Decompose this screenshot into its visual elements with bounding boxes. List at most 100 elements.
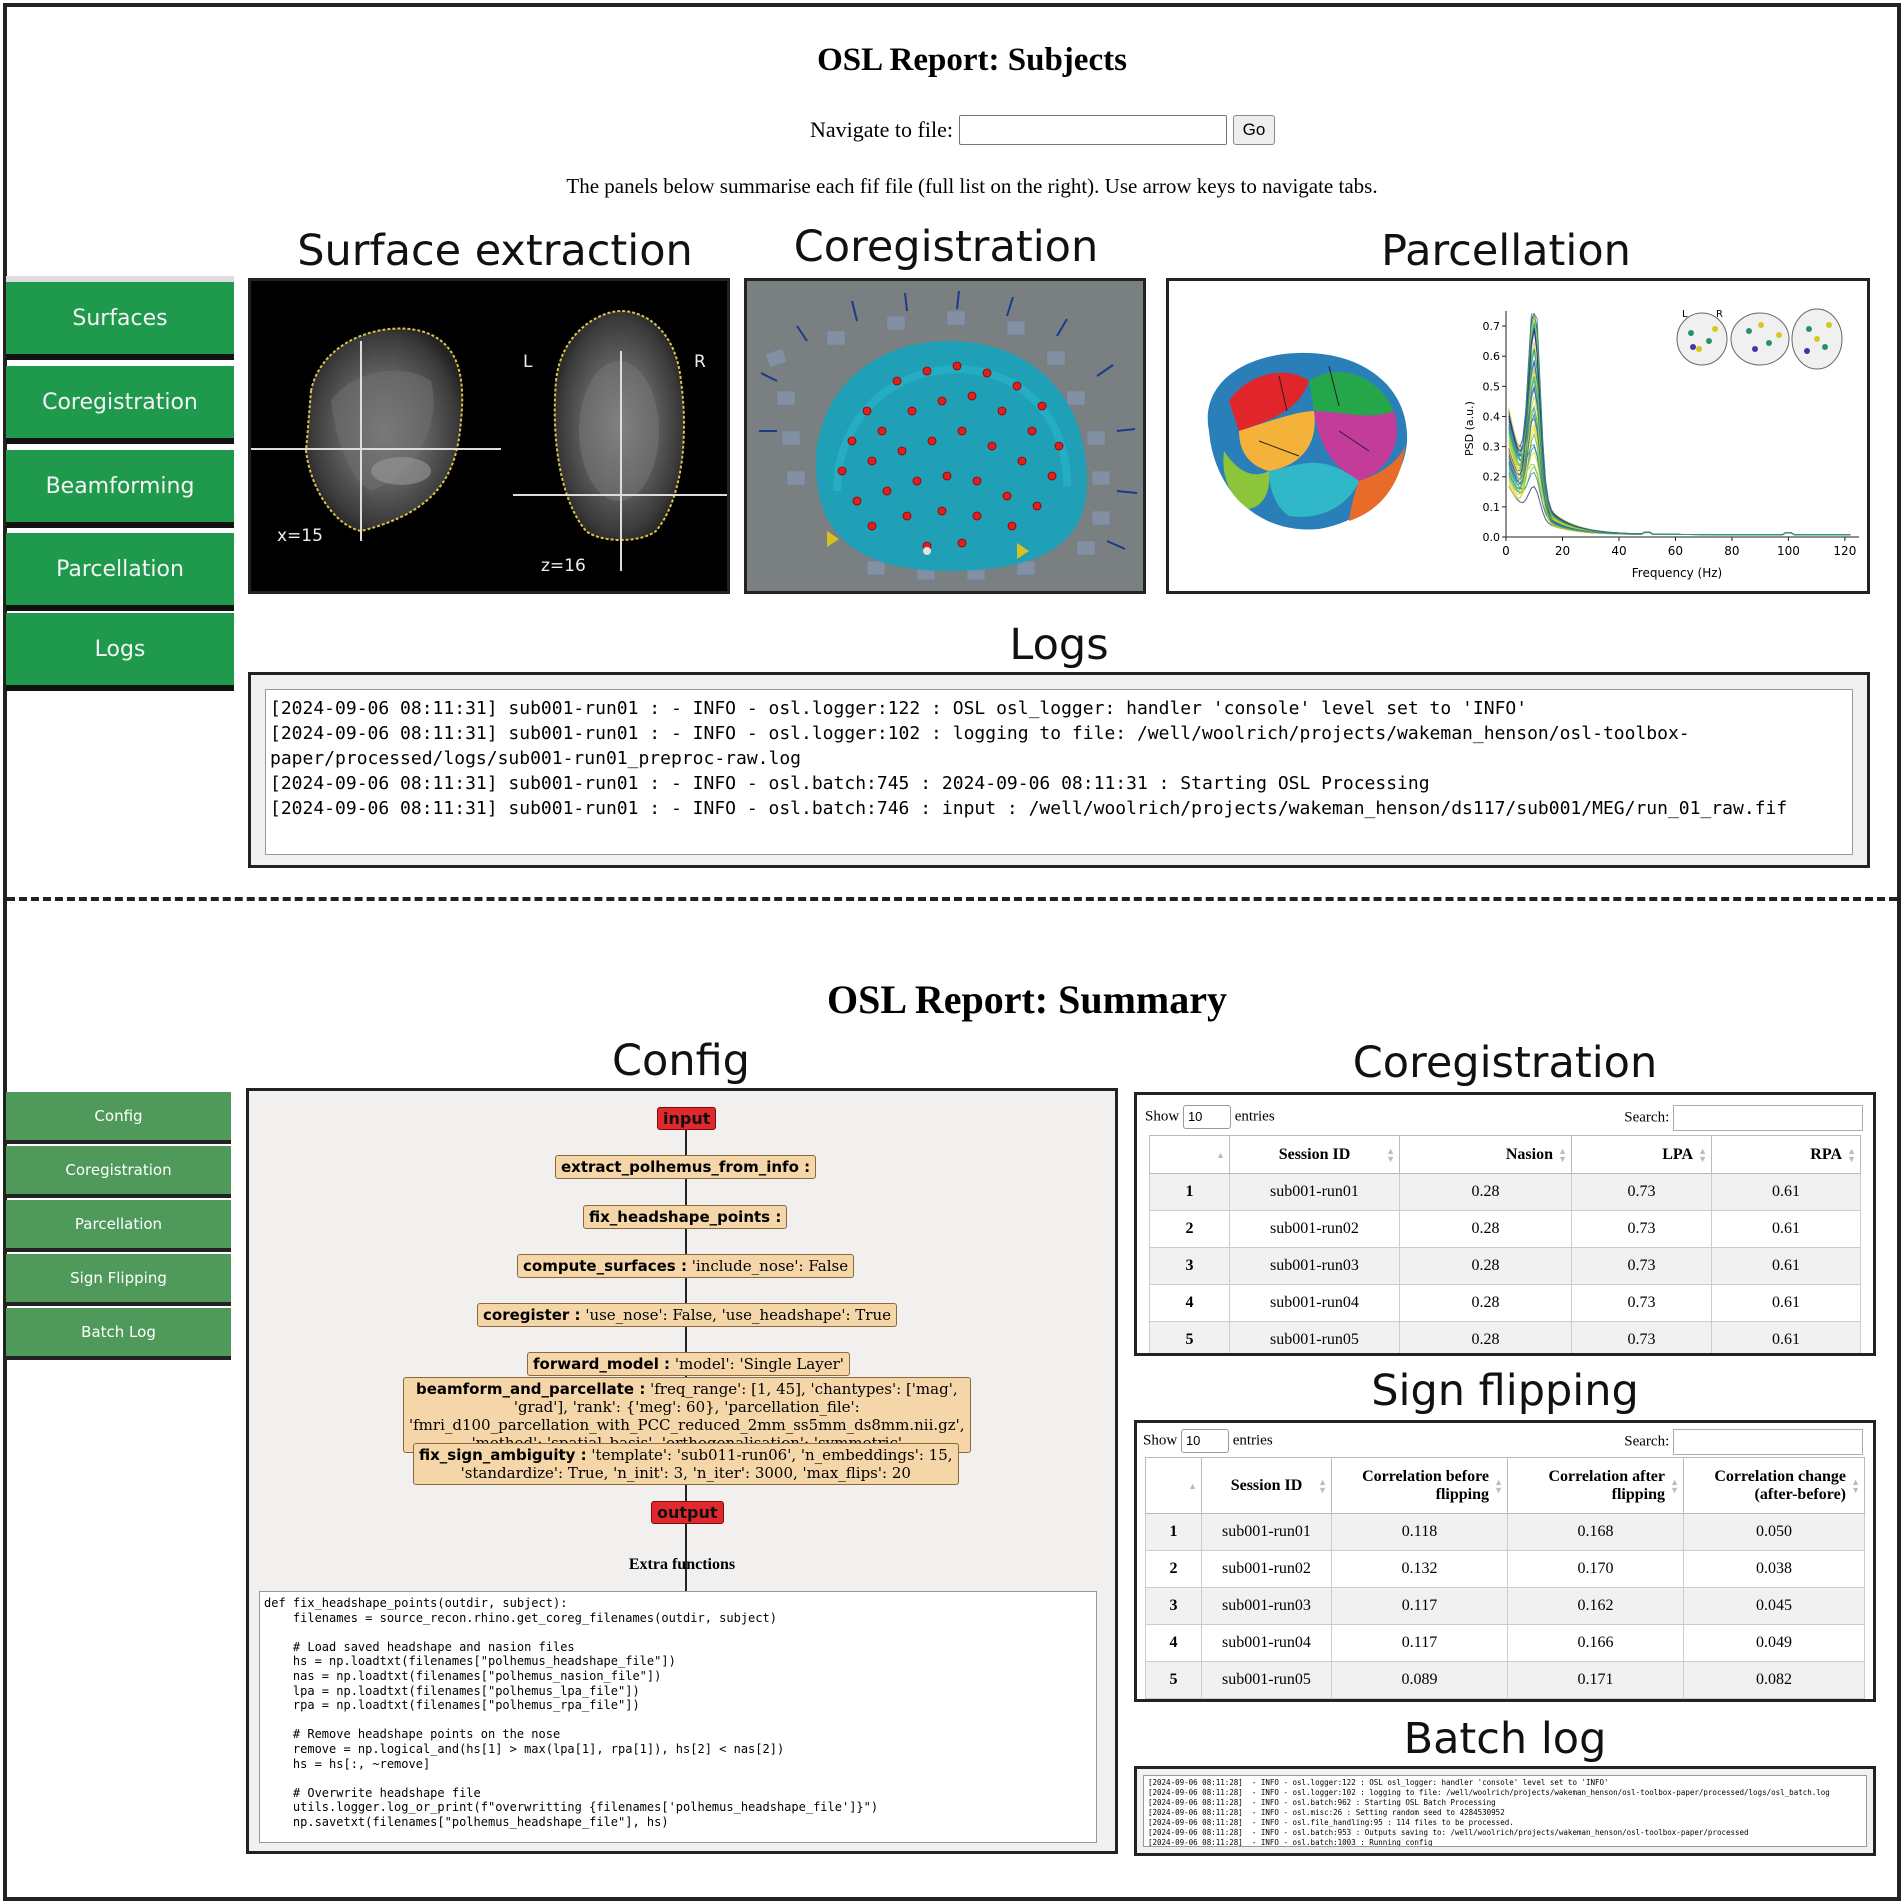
tab-sign-flipping[interactable]: Sign Flipping <box>6 1254 231 1306</box>
batch-log-textarea[interactable]: [2024-09-06 08:11:28] - INFO - osl.logge… <box>1143 1775 1867 1847</box>
sign-entries-select[interactable]: 10 <box>1180 1429 1229 1453</box>
psd-spectrum-line <box>1508 370 1851 536</box>
coreg-search-input[interactable] <box>1673 1105 1863 1131</box>
navigate-input[interactable] <box>958 115 1227 145</box>
sign-col-before[interactable]: Correlation before flipping▲▼ <box>1331 1457 1508 1514</box>
tab-surfaces[interactable]: Surfaces <box>6 282 234 360</box>
tab-summary-parcellation[interactable]: Parcellation <box>6 1200 231 1252</box>
psd-xtick-label: 0 <box>1502 544 1510 558</box>
psd-xtick-label: 100 <box>1777 544 1800 558</box>
psd-xtick-label: 20 <box>1555 544 1570 558</box>
tab-beamforming[interactable]: Beamforming <box>6 450 234 528</box>
psd-xtick-label: 80 <box>1724 544 1739 558</box>
mri-x-label: x=15 <box>277 526 323 546</box>
coreg-col-nasion[interactable]: Nasion▲▼ <box>1399 1135 1572 1174</box>
coreg-length-control: Show 10 entries <box>1145 1105 1275 1129</box>
parcellation-title: Parcellation <box>1381 226 1631 276</box>
psd-spectrum-line <box>1508 412 1851 536</box>
psd-spectrum-line <box>1508 404 1851 536</box>
psd-xtick-label: 120 <box>1833 544 1856 558</box>
tab-parcellation[interactable]: Parcellation <box>6 533 234 611</box>
subject-log-textarea[interactable]: [2024-09-06 08:11:31] sub001-run01 : - I… <box>265 689 1853 855</box>
mri-z-label: z=16 <box>541 556 586 576</box>
sign-search-control: Search: <box>1624 1429 1863 1455</box>
navigate-label: Navigate to file: <box>810 117 953 142</box>
coreg-col-index[interactable]: ▲ <box>1149 1135 1230 1174</box>
psd-ytick-label: 0.2 <box>1483 471 1501 484</box>
pipeline-step-extract-polhemus: extract_polhemus_from_info : <box>555 1155 817 1179</box>
psd-ylabel: PSD (a.u.) <box>1463 401 1476 456</box>
report-divider <box>7 897 1897 901</box>
extra-functions-label: Extra functions <box>628 1556 736 1573</box>
tab-coregistration[interactable]: Coregistration <box>6 366 234 444</box>
pipeline-step-fix-headshape: fix_headshape_points : <box>583 1205 788 1229</box>
psd-spectrum-line <box>1508 350 1851 536</box>
sign-col-after[interactable]: Correlation after flipping▲▼ <box>1507 1457 1684 1514</box>
tab-batch-log[interactable]: Batch Log <box>6 1308 231 1360</box>
psd-spectrum-line <box>1508 368 1851 536</box>
pipeline-step-forward-model: forward_model : 'model': 'Single Layer' <box>527 1352 850 1376</box>
pipeline-step-coregister: coregister : 'use_nose': False, 'use_hea… <box>477 1303 898 1327</box>
sign-flipping-title: Sign flipping <box>1371 1366 1639 1416</box>
coregistration-panel <box>744 278 1146 594</box>
subjects-intro: The panels below summarise each fif file… <box>566 174 1378 198</box>
sign-search-input[interactable] <box>1673 1429 1863 1455</box>
psd-ytick-label: 0.4 <box>1483 410 1501 423</box>
sign-flipping-table-panel: Show 10 entries Search: ▲ Session ID▲▼ C… <box>1134 1420 1876 1702</box>
navigate-bar: Navigate to file: Go <box>810 114 1275 146</box>
mri-slices-image: x=15 L R z=16 <box>251 309 727 576</box>
mri-right-label: R <box>694 352 706 372</box>
pipeline-step-fix-sign-ambiguity: fix_sign_ambiguity : 'template': 'sub011… <box>413 1443 959 1485</box>
coreg-entries-select[interactable]: 10 <box>1182 1105 1231 1129</box>
sign-length-control: Show 10 entries <box>1143 1429 1273 1453</box>
psd-ytick-label: 0.6 <box>1483 350 1501 363</box>
config-title: Config <box>612 1036 750 1086</box>
sign-col-index[interactable]: ▲ <box>1145 1457 1202 1514</box>
go-button[interactable]: Go <box>1232 115 1275 145</box>
psd-ytick-label: 0.7 <box>1483 320 1501 333</box>
sign-col-change[interactable]: Correlation change (after-before)▲▼ <box>1683 1457 1865 1514</box>
psd-spectrum-line <box>1508 380 1851 536</box>
pipeline-input-node: input <box>657 1107 717 1130</box>
extra-functions-code[interactable]: def fix_headshape_points(outdir, subject… <box>259 1591 1097 1843</box>
inset-right-label: R <box>1716 309 1723 320</box>
tab-summary-coregistration[interactable]: Coregistration <box>6 1146 231 1198</box>
coreg-col-rpa[interactable]: RPA▲▼ <box>1711 1135 1861 1174</box>
mri-left-label: L <box>523 352 533 372</box>
psd-spectrum-line <box>1508 415 1851 536</box>
coregistration-table-panel: Show 10 entries Search: ▲ Session ID▲▼ N… <box>1134 1092 1876 1356</box>
psd-ytick-label: 0.3 <box>1483 441 1501 454</box>
psd-spectrum-line <box>1508 407 1851 536</box>
psd-inset-brains: L R <box>1676 308 1843 370</box>
coreg-col-lpa[interactable]: LPA▲▼ <box>1571 1135 1712 1174</box>
coreg-col-session[interactable]: Session ID▲▼ <box>1229 1135 1400 1174</box>
inset-left-label: L <box>1682 309 1688 320</box>
psd-xtick-label: 40 <box>1611 544 1626 558</box>
pipeline-step-beamform: beamform_and_parcellate : 'freq_range': … <box>403 1377 971 1453</box>
psd-ytick-label: 0.0 <box>1483 531 1501 544</box>
sign-flipping-table: ▲ Session ID▲▼ Correlation before flippi… <box>1145 1457 1865 1699</box>
surface-extraction-title: Surface extraction <box>297 226 693 276</box>
tab-config[interactable]: Config <box>6 1092 231 1144</box>
coregistration-title: Coregistration <box>793 222 1099 272</box>
batch-log-title: Batch log <box>1403 1714 1607 1764</box>
psd-ytick-label: 0.5 <box>1483 380 1501 393</box>
sign-col-session[interactable]: Session ID▲▼ <box>1201 1457 1332 1514</box>
summary-coregistration-title: Coregistration <box>1352 1038 1658 1088</box>
tab-logs[interactable]: Logs <box>6 613 234 691</box>
logs-title: Logs <box>1009 620 1109 670</box>
psd-spectrum-line <box>1508 348 1851 536</box>
psd-spectrum-line <box>1508 384 1851 536</box>
psd-spectrum-line <box>1508 388 1851 536</box>
